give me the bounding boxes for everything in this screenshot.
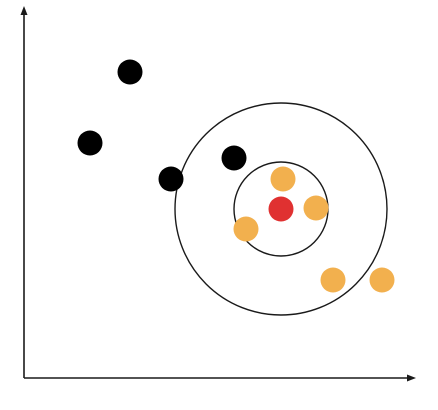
class-b-point-4 [320, 267, 346, 293]
class-b-point-5 [369, 267, 395, 293]
y-axis-arrowhead [20, 6, 28, 15]
axes [20, 6, 416, 382]
data-points [77, 59, 395, 293]
x-axis-arrowhead [407, 374, 416, 382]
class-a-point-2 [77, 130, 103, 156]
class-b-point-2 [303, 195, 329, 221]
query-point [268, 196, 294, 222]
class-a-point-3 [158, 166, 184, 192]
class-b-point-3 [233, 216, 259, 242]
outer-radius-circle [174, 102, 388, 316]
class-b-point-1 [270, 166, 296, 192]
class-a-point-1 [117, 59, 143, 85]
class-a-point-4 [221, 145, 247, 171]
